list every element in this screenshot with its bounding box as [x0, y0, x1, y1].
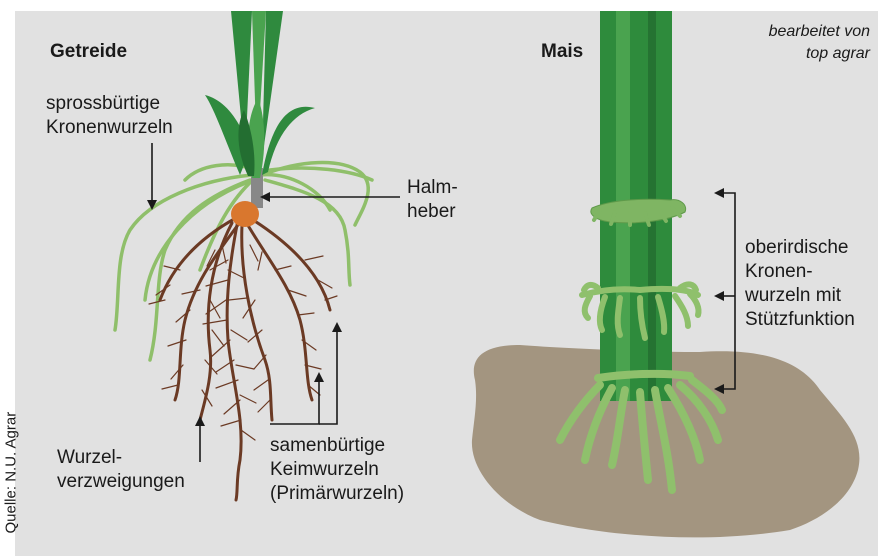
crown-roots-label-line2: Kronenwurzeln: [46, 116, 173, 140]
branching-label-line2: verzweigungen: [57, 470, 185, 494]
halmheber-node: [231, 201, 259, 227]
halmheber-label: Halm- heber: [407, 176, 458, 224]
brace-roots-label-line4: Stützfunktion: [745, 308, 855, 332]
halmheber-label-line2: heber: [407, 200, 458, 224]
branching-label-line1: Wurzel-: [57, 446, 185, 470]
mais-brace-roots-middle: [582, 284, 699, 338]
halmheber-label-line1: Halm-: [407, 176, 458, 200]
branching-label: Wurzel- verzweigungen: [57, 446, 185, 494]
brace-roots-label-line1: oberirdische: [745, 236, 855, 260]
seminal-roots-label-line1: samenbürtige: [270, 434, 404, 458]
brace-roots-label-line2: Kronen-: [745, 260, 855, 284]
crown-roots-label-line1: sprossbürtige: [46, 92, 173, 116]
brace-roots-label-line3: wurzeln mit: [745, 284, 855, 308]
seminal-roots-label: samenbürtige Keimwurzeln (Primärwurzeln): [270, 434, 404, 506]
credit-line1: bearbeitet von: [700, 21, 870, 43]
seminal-roots-label-line2: Keimwurzeln: [270, 458, 404, 482]
credit-label: bearbeitet von top agrar: [700, 21, 870, 65]
mais-title: Mais: [541, 40, 583, 64]
crown-roots-label: sprossbürtige Kronenwurzeln: [46, 92, 173, 140]
source-credit: Quelle: N.U. Agrar: [3, 424, 20, 534]
getreide-title: Getreide: [50, 40, 127, 64]
seminal-roots-label-line3: (Primärwurzeln): [270, 482, 404, 506]
credit-line2: top agrar: [700, 43, 870, 65]
brace-roots-label: oberirdische Kronen- wurzeln mit Stützfu…: [745, 236, 855, 332]
